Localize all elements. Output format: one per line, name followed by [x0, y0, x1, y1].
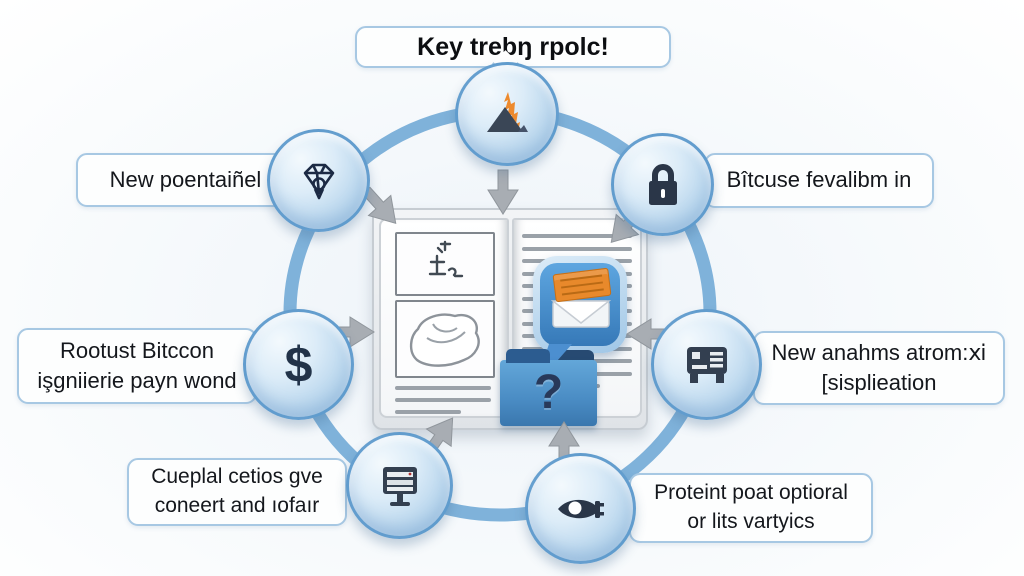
- node-machine: [651, 309, 762, 420]
- diamond-icon: [303, 163, 334, 199]
- eye-key-icon: [557, 499, 604, 518]
- node-monitor: [346, 432, 453, 539]
- node-value: [267, 129, 370, 232]
- label-right-line2: [sisplieation: [821, 370, 937, 395]
- label-left: Rootust Bitccon işgniierie payn wond: [17, 328, 257, 404]
- label-bottom-left-line1: Cueplal cetios gve: [151, 465, 323, 489]
- node-money: $: [243, 309, 354, 420]
- label-bottom-left: Cueplal cetios gve coneert and ıofaır: [127, 458, 347, 526]
- folder-tab: [506, 349, 550, 363]
- crumpled-sack-icon: [409, 313, 480, 367]
- message-app-badge: [533, 256, 627, 353]
- label-bottom-right: Proteint poat optioral or lits vartyics: [629, 473, 873, 543]
- lock-icon: [648, 163, 677, 205]
- page-figure-sketch: [395, 300, 495, 378]
- machine-icon: [686, 346, 727, 383]
- label-upper-left: New poentaiñel: [76, 153, 295, 207]
- scribble-glyphs-icon: [428, 240, 464, 278]
- node-security: [611, 133, 714, 236]
- label-left-line1: Rootust Bitccon: [59, 337, 215, 363]
- text-line: [395, 386, 491, 390]
- label-bottom-right-line1: Proteint poat optioral: [654, 481, 848, 505]
- node-inspect: [525, 453, 636, 564]
- label-right: New anahms atrom:ⅺ [sisplieation: [753, 331, 1005, 405]
- label-bottom-left-line2: coneert and ıofaır: [154, 494, 320, 517]
- book-left-page: [379, 218, 509, 418]
- label-left-line2: işgniierie payn wond: [37, 368, 237, 393]
- label-upper-right: Bîtcuse fevalibm in: [704, 153, 934, 208]
- label-upper-left-text: New poentaiñel: [109, 166, 262, 192]
- node-trend: [455, 62, 559, 166]
- text-line: [395, 398, 491, 402]
- label-bottom-right-line2: or lits vartyics: [687, 510, 815, 533]
- mountain-flame-icon: [487, 92, 528, 132]
- question-mark: ?: [533, 366, 564, 419]
- label-upper-right-text: Bîtcuse fevalibm in: [726, 167, 912, 193]
- question-folder: ?: [500, 349, 597, 426]
- text-line: [395, 410, 461, 414]
- dollar-icon: $: [284, 336, 313, 393]
- label-top-text: Key trebŋ rpolc!: [417, 32, 609, 61]
- envelope-icon: [550, 300, 612, 328]
- message-badge-background: [540, 263, 620, 346]
- page-figure-glyphs: [395, 232, 495, 296]
- label-right-line1: New anahms atrom:ⅺ: [771, 339, 987, 365]
- monitor-icon: [382, 466, 417, 506]
